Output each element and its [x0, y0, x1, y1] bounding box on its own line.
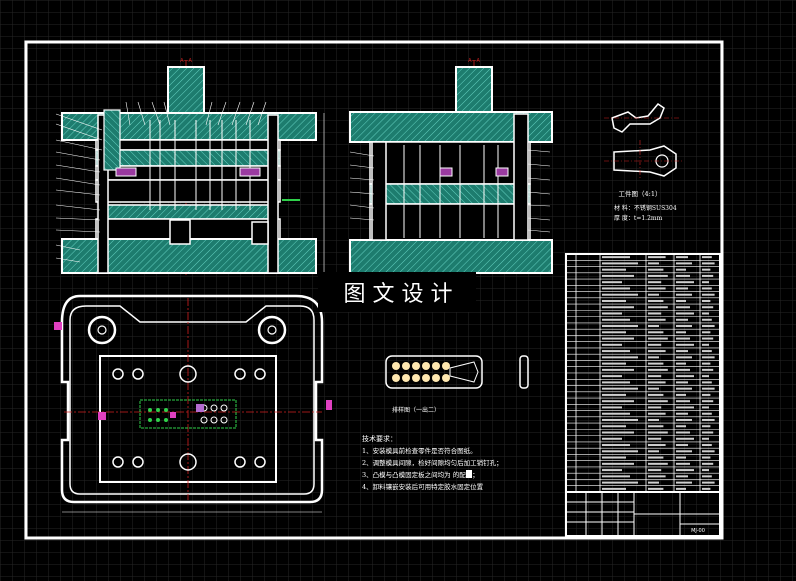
tech-requirement-item: 1、安装模具前检查零件是否符合图纸。 — [362, 446, 477, 455]
right-section-view: A—A — [349, 58, 553, 275]
overlay-title-bg — [318, 272, 476, 312]
part-drawing: 工件图（4:1） 材 料：不锈钢SUS304 厚 度：t=1.2mm — [604, 103, 684, 222]
part-material: 材 料：不锈钢SUS304 — [614, 204, 677, 212]
overlay-title: 图 文 设 计 — [344, 282, 453, 307]
strip-layout-caption: 排样图（一出二） — [392, 406, 440, 414]
parts-list-table — [565, 253, 721, 493]
tech-requirement-item: 2、调整模具间隙，检好间隙均匀后加工销钉孔； — [362, 458, 503, 467]
tech-requirement-item: 3、凸模与凸模固定板之间均为 的配合； — [362, 470, 479, 479]
sheet-border — [24, 40, 724, 540]
tech-requirements: 技术要求： 1、安装模具前检查零件是否符合图纸。 2、调整模具间隙，检好间隙均匀… — [362, 434, 503, 491]
tech-requirement-item: 4、卸料镶嵌安装后可用特定胶水固定位置 — [362, 482, 484, 491]
part-thickness: 厚 度：t=1.2mm — [614, 214, 663, 222]
title-block: MJ-00 — [565, 491, 721, 537]
left-section-view: A—A — [55, 58, 325, 275]
strip-layout: 排样图（一出二） — [385, 355, 529, 414]
plan-view — [54, 294, 332, 513]
tech-requirements-heading: 技术要求： — [362, 434, 397, 443]
part-drawing-title: 工件图（4:1） — [619, 189, 662, 198]
drawing-number: MJ-00 — [691, 528, 705, 534]
